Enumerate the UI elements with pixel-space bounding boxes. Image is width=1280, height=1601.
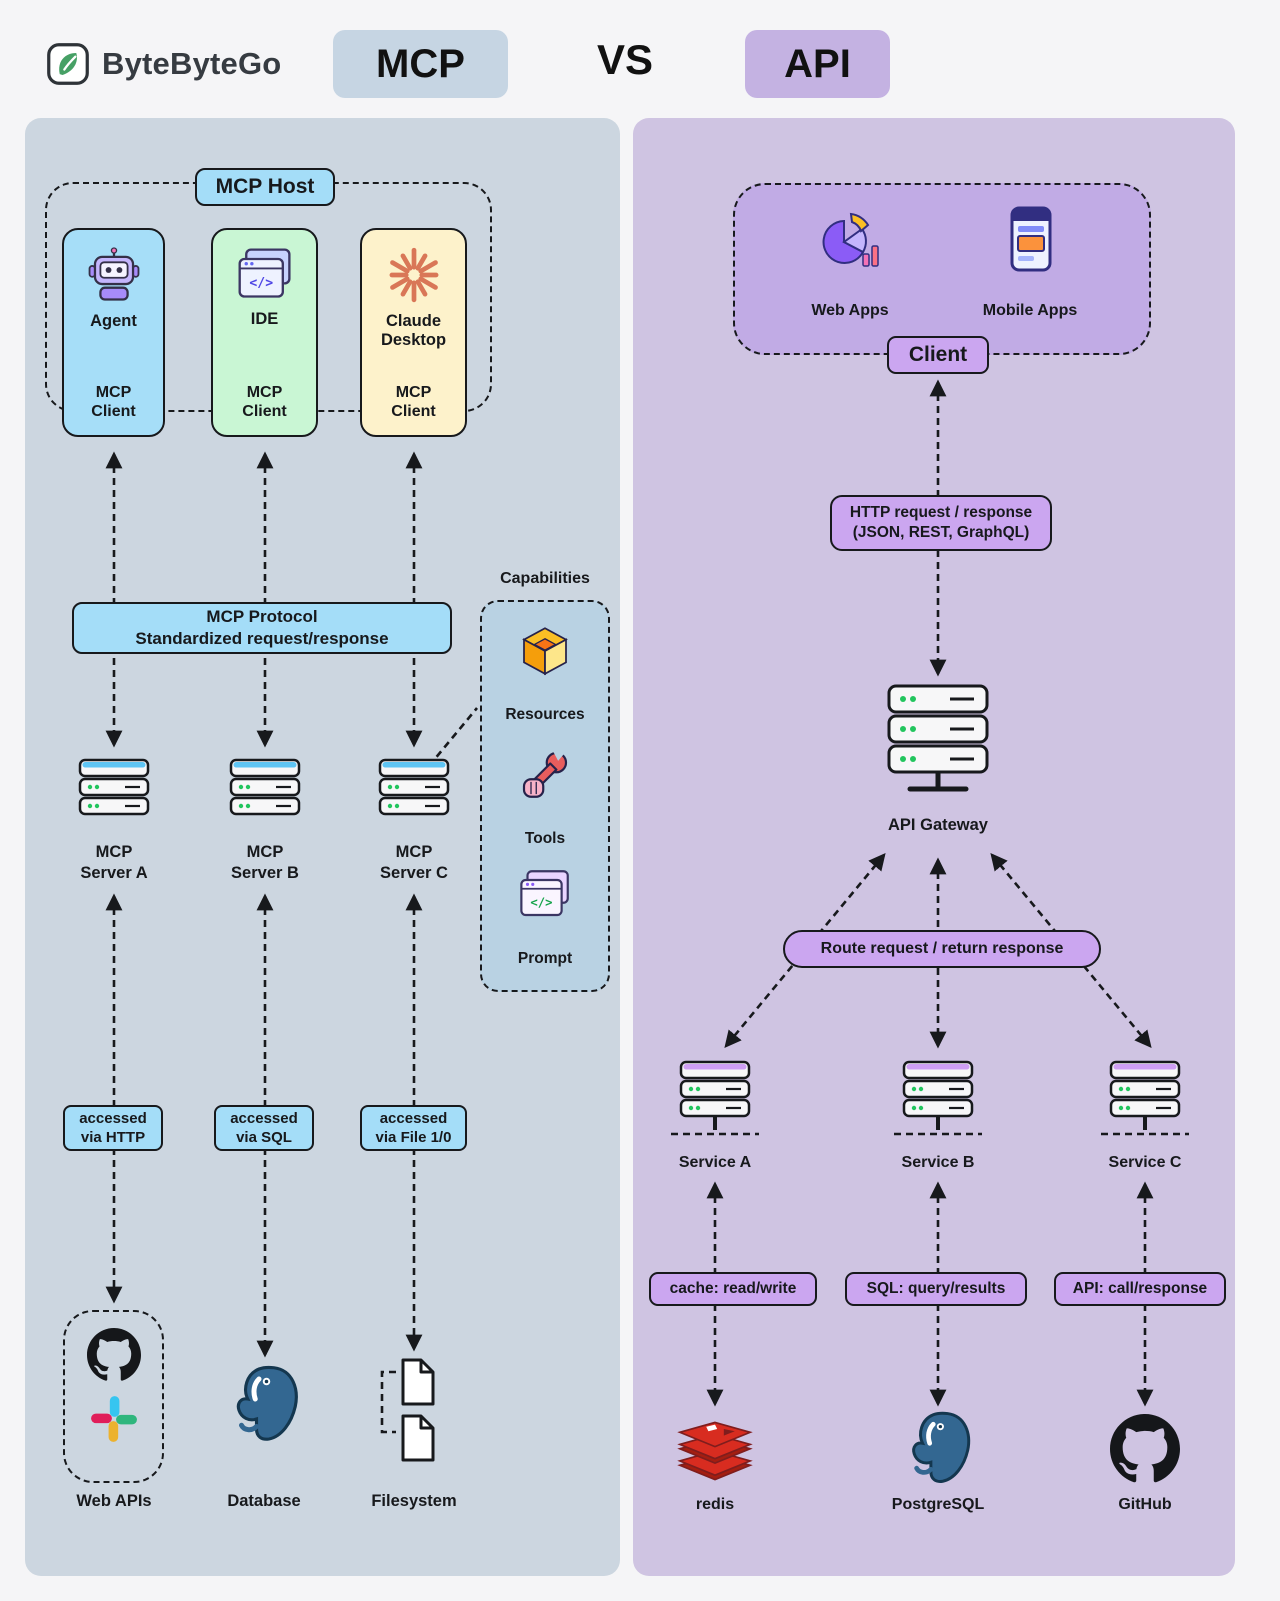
client-label: Client — [887, 336, 989, 374]
access-pill-api: API: call/response — [1054, 1272, 1226, 1306]
service-server-icon — [679, 1060, 751, 1132]
client-title: Claude Desktop — [380, 312, 447, 349]
file-icon — [398, 1358, 438, 1406]
target-label: PostgreSQL — [891, 1496, 985, 1513]
target-label: GitHub — [1118, 1496, 1172, 1513]
file-icon — [398, 1414, 438, 1462]
target-label: Filesystem — [371, 1492, 457, 1510]
target-label: Web APIs — [76, 1492, 152, 1510]
client-subtitle: MCP Client — [242, 383, 287, 420]
brand: ByteByteGo — [46, 42, 281, 86]
pie-chart-icon — [818, 208, 882, 272]
mcp-protocol-banner: MCP Protocol Standardized request/respon… — [72, 602, 452, 654]
server-stack-icon — [229, 758, 301, 816]
claude-starburst-icon — [385, 246, 443, 304]
gateway-label: API Gateway — [888, 816, 988, 834]
brand-name: ByteByteGo — [102, 46, 282, 81]
client-container — [733, 183, 1151, 355]
postgresql-elephant-icon — [224, 1364, 304, 1444]
route-banner: Route request / return response — [783, 930, 1101, 968]
mcp-host-label: MCP Host — [195, 168, 335, 206]
target-label: redis — [695, 1496, 735, 1513]
service-label: Service B — [901, 1154, 975, 1171]
code-window-icon — [517, 868, 573, 920]
target-label: Database — [227, 1492, 301, 1510]
client-subtitle: MCP Client — [391, 383, 436, 420]
client-title: IDE — [250, 310, 279, 328]
service-label: Service A — [678, 1154, 752, 1171]
ide-window-icon — [235, 246, 295, 302]
slack-icon — [89, 1394, 139, 1444]
api-panel: Web Apps Mobile Apps Client HTTP request… — [633, 118, 1235, 1576]
client-subtitle: MCP Client — [91, 383, 136, 420]
github-icon — [1110, 1414, 1180, 1484]
service-server-icon — [1109, 1060, 1181, 1132]
capability-label: Resources — [505, 706, 585, 723]
access-pill-sql: SQL: query/results — [845, 1272, 1027, 1306]
bytebytego-logo-icon — [46, 42, 90, 86]
mcp-badge: MCP — [333, 30, 508, 98]
api-gateway-icon — [886, 683, 990, 799]
app-label: Web Apps — [811, 302, 889, 319]
cube-icon — [517, 623, 573, 679]
wrench-hand-icon — [517, 746, 573, 802]
vs-label: VS — [597, 36, 654, 83]
capability-label: Tools — [524, 830, 566, 847]
http-banner: HTTP request / response (JSON, REST, Gra… — [830, 495, 1052, 551]
mcp-client-card-agent: Agent MCP Client — [62, 228, 165, 437]
server-stack-icon — [78, 758, 150, 816]
mcp-client-card-ide: IDE MCP Client — [211, 228, 318, 437]
redis-stack-icon — [675, 1418, 755, 1484]
app-label: Mobile Apps — [982, 302, 1078, 319]
service-label: Service C — [1108, 1154, 1182, 1171]
capability-label: Prompt — [517, 950, 573, 967]
api-badge: API — [745, 30, 890, 98]
web-apis-container — [63, 1310, 164, 1483]
server-stack-icon — [378, 758, 450, 816]
postgresql-elephant-icon — [900, 1410, 976, 1486]
github-icon — [87, 1328, 141, 1382]
robot-icon — [85, 246, 143, 304]
mcp-panel: MCP Host Agent MCP Client IDE MCP Client… — [25, 118, 620, 1576]
client-title: Agent — [90, 312, 137, 330]
access-pill-cache: cache: read/write — [649, 1272, 817, 1306]
service-server-icon — [902, 1060, 974, 1132]
mcp-client-card-claude: Claude Desktop MCP Client — [360, 228, 467, 437]
capabilities-title: Capabilities — [500, 570, 590, 587]
mobile-phone-icon — [1009, 206, 1053, 272]
